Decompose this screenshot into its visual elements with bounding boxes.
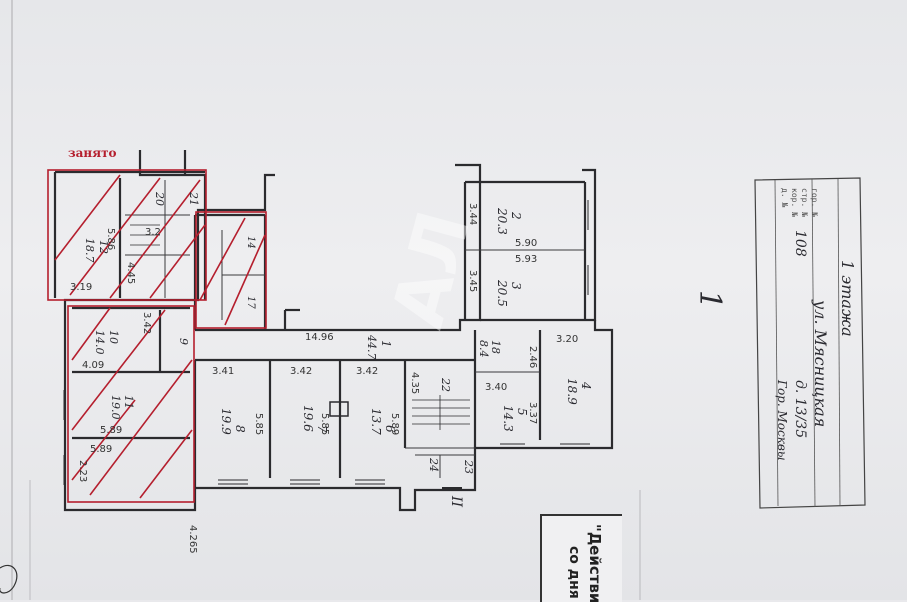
stamp-reg-no: 108 [792, 230, 808, 257]
room-1-area: 44.7 [365, 334, 378, 360]
svg-text:5.90: 5.90 [515, 238, 537, 249]
stamp-house: д. 13/35 [792, 380, 808, 438]
svg-text:4.35: 4.35 [409, 372, 420, 394]
svg-text:4.45: 4.45 [125, 262, 136, 284]
stamp-floor: 1 этажа [838, 260, 857, 337]
occupied-label: занято [68, 146, 117, 160]
room-18-label: 18 [489, 340, 502, 354]
room-1-label: 1 [379, 340, 393, 348]
svg-text:3.42: 3.42 [356, 366, 378, 377]
svg-text:3.20: 3.20 [556, 334, 578, 345]
room-14-label: 14 [245, 236, 256, 249]
room-2-area: 20.3 [495, 207, 509, 235]
svg-text:3.42: 3.42 [141, 312, 152, 334]
room-3-label: 3 [509, 282, 523, 290]
room-7-label: 7 [315, 425, 329, 433]
watermark: АЛ [375, 203, 486, 336]
stamp-street: ул. Мясницкая [811, 299, 830, 427]
room-3-area: 20.5 [495, 279, 509, 307]
svg-text:5.86: 5.86 [105, 228, 116, 250]
room-23-label: 23 [462, 459, 475, 474]
section-marker: II [448, 495, 464, 508]
room-21-label: 21 [187, 191, 200, 206]
svg-text:3.40: 3.40 [485, 382, 507, 393]
room-18-area: 8.4 [477, 340, 490, 358]
room-10-area: 14.0 [93, 330, 106, 355]
svg-text:кор. №: кор. № [790, 188, 799, 217]
validity-stamp: "Действит со дня [540, 514, 622, 602]
svg-text:5.89: 5.89 [90, 444, 112, 455]
room-6-label: 6 [383, 425, 397, 433]
svg-text:стр. №: стр. № [800, 188, 809, 217]
room-6-area: 13.7 [369, 408, 383, 435]
svg-text:5.89: 5.89 [100, 425, 122, 436]
svg-text:5.85: 5.85 [253, 413, 264, 435]
validity-stamp-line2: со дня [566, 546, 582, 599]
room-5-area: 14.3 [501, 405, 515, 432]
dimension-labels: 3.44 3.45 5.90 5.93 14.96 3.20 3.40 2.46… [70, 203, 578, 554]
svg-text:2.23: 2.23 [77, 460, 88, 482]
room-4-label: 4 [579, 381, 593, 390]
room-9-label: 9 [177, 338, 190, 345]
room-5-label: 5 [515, 408, 529, 416]
room-22-label: 22 [439, 377, 452, 392]
svg-text:д. №: д. № [780, 188, 789, 207]
room-17-label: 17 [245, 296, 256, 309]
svg-text:2.46: 2.46 [527, 346, 538, 368]
room-10-label: 10 [107, 330, 120, 344]
svg-text:14.96: 14.96 [305, 332, 334, 343]
occupied-hatching [47, 169, 267, 503]
svg-text:3.42: 3.42 [290, 366, 312, 377]
svg-text:3.41: 3.41 [212, 366, 234, 377]
svg-text:5.85: 5.85 [319, 413, 330, 435]
title-stamp: 1 этажа ул. Мясницкая д. 13/35 Гор. Моск… [754, 177, 866, 509]
svg-text:5.93: 5.93 [515, 254, 537, 265]
room-12-area: 18.7 [83, 238, 96, 263]
room-20-label: 20 [153, 191, 166, 206]
floor-mark: 1 [692, 290, 727, 309]
room-4-area: 18.9 [565, 378, 579, 405]
room-11-area: 19.0 [109, 395, 122, 420]
svg-text:5.89: 5.89 [389, 413, 400, 435]
svg-text:3.19: 3.19 [70, 282, 92, 293]
svg-text:4.265: 4.265 [187, 525, 198, 554]
room-12-label: 12 [97, 240, 110, 254]
room-8-label: 8 [233, 425, 247, 433]
room-8-area: 19.9 [219, 408, 233, 435]
stamp-district: Гор. Москвы [775, 379, 789, 461]
svg-text:3.2: 3.2 [145, 227, 161, 238]
room-labels: 2 20.3 3 20.5 4 18.9 5 14.3 6 13.7 7 19.… [83, 191, 593, 474]
room-2-label: 2 [509, 211, 523, 220]
svg-text:4.09: 4.09 [82, 360, 104, 371]
validity-stamp-line1: "Действит [586, 524, 604, 602]
building-walls [53, 150, 614, 512]
svg-text:3.45: 3.45 [467, 270, 478, 292]
room-7-area: 19.6 [301, 405, 315, 432]
room-11-label: 11 [122, 395, 135, 409]
room-24-label: 24 [427, 457, 440, 472]
svg-text:гор. №: гор. № [810, 188, 819, 217]
svg-text:3.37: 3.37 [527, 402, 538, 424]
svg-text:3.44: 3.44 [467, 203, 478, 225]
